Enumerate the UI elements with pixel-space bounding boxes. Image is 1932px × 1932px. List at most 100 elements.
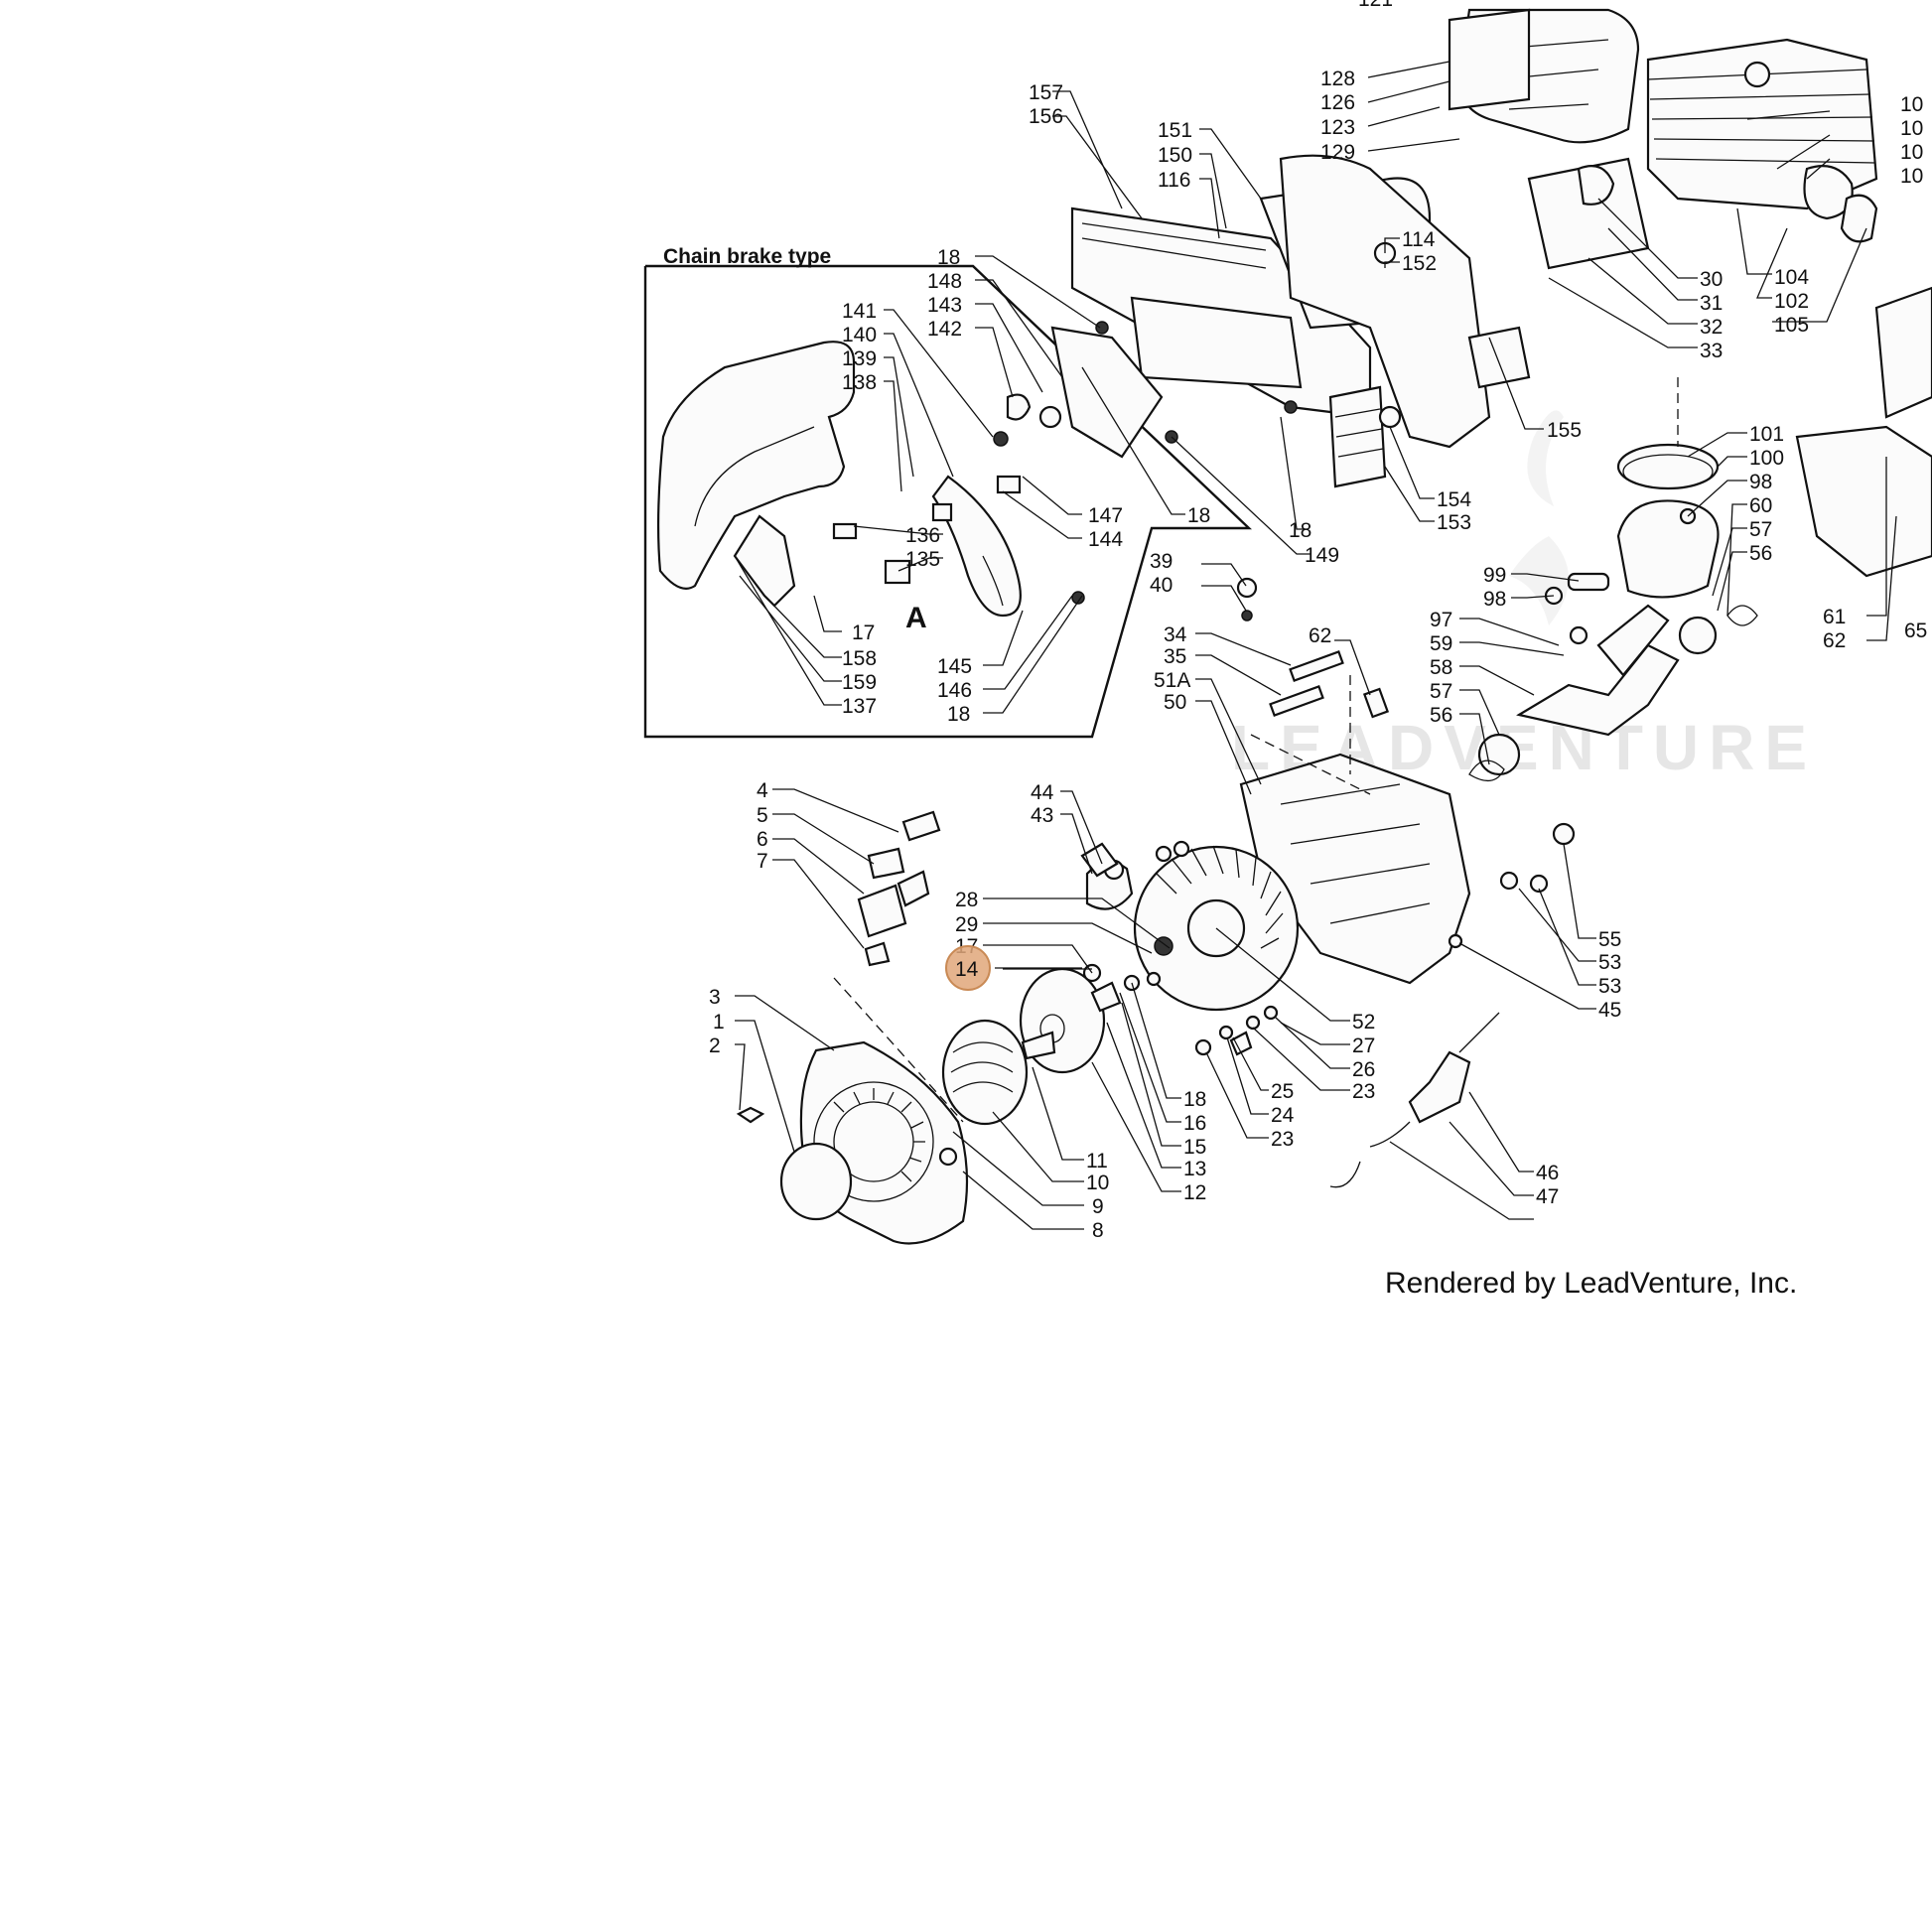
part-label: 114 — [1402, 228, 1436, 251]
piston-pin — [1567, 572, 1610, 592]
highlight-callout[interactable] — [945, 945, 991, 991]
part-label: 159 — [842, 671, 877, 694]
muffler-assembly — [1448, 8, 1640, 144]
part-label: 129 — [1320, 141, 1355, 164]
part-label: 128 — [1320, 68, 1355, 90]
credit-text: Rendered by LeadVenture, Inc. — [1385, 1267, 1797, 1300]
part-label: 59 — [1430, 632, 1452, 655]
connecting-rod — [1596, 604, 1670, 677]
part-label: 47 — [1536, 1185, 1559, 1208]
part-label: 17 — [852, 621, 875, 644]
reed-block — [1328, 385, 1387, 488]
fan-cover-parts — [857, 810, 1162, 992]
part-label: 11 — [1086, 1150, 1108, 1173]
part-label: 150 — [1158, 144, 1192, 167]
part-label: 126 — [1320, 91, 1355, 114]
part-label: 65 — [1904, 620, 1927, 642]
part-label: 1 — [713, 1011, 725, 1034]
part-label: 146 — [937, 679, 972, 702]
part-label: 33 — [1700, 340, 1723, 362]
part-label: 39 — [1150, 550, 1173, 573]
part-label: 62 — [1309, 624, 1331, 647]
cam-part — [931, 502, 953, 522]
part-label: 30 — [1700, 268, 1723, 291]
part-label: 148 — [927, 270, 962, 293]
part-label: 100 — [1749, 447, 1784, 470]
part-label: 55 — [1598, 928, 1621, 951]
crankcase-cover-right — [1795, 286, 1932, 578]
part-label: 16 — [1183, 1112, 1206, 1135]
starter-ratchet — [1019, 967, 1122, 1074]
inset-title: Chain brake type — [663, 245, 831, 268]
part-label: 153 — [1437, 511, 1471, 534]
part-label: 50 — [1164, 691, 1186, 714]
part-label: 157 — [1029, 81, 1063, 104]
starter-housing — [736, 1040, 969, 1245]
part-label: 105 — [1774, 314, 1809, 337]
part-label: 31 — [1700, 292, 1723, 315]
starter-cap — [779, 1142, 853, 1221]
part-labels: 121 128 126 123 129 157 156 151 150 116 … — [709, 0, 1927, 1242]
part-label: 145 — [937, 655, 972, 678]
part-label: 24 — [1271, 1104, 1295, 1127]
part-label: 25 — [1271, 1080, 1294, 1103]
part-label: 15 — [1183, 1136, 1206, 1159]
part-label: 101 — [1749, 423, 1784, 446]
part-label: 61 — [1823, 606, 1846, 628]
collar-part — [996, 475, 1022, 494]
part-label: 140 — [842, 324, 877, 346]
part-label: 137 — [842, 695, 877, 718]
muffler-gasket — [1467, 326, 1531, 389]
guide-bar-group — [1050, 154, 1531, 488]
part-label: 2 — [709, 1035, 721, 1057]
highlighted-part-label[interactable]: 14 — [955, 958, 979, 981]
part-label: 12 — [1183, 1181, 1206, 1204]
part-label: 121 — [1358, 0, 1393, 11]
chain-guard — [1050, 326, 1164, 459]
small-hardware — [1194, 1005, 1279, 1056]
part-label: 18 — [1289, 519, 1311, 542]
part-label: 123 — [1320, 116, 1355, 139]
part-label: 10 — [1900, 117, 1923, 140]
part-label: 10 — [1900, 141, 1923, 164]
part-label: 44 — [1031, 781, 1054, 804]
clutch-cover — [1279, 154, 1491, 449]
part-label: 142 — [927, 318, 962, 341]
latch-part — [884, 559, 911, 585]
part-label: 144 — [1088, 528, 1123, 551]
part-label: 136 — [905, 524, 940, 547]
part-label: 9 — [1092, 1195, 1104, 1218]
brake-band — [931, 475, 1022, 618]
part-label: 10 — [1086, 1172, 1109, 1194]
part-label: 56 — [1749, 542, 1772, 565]
part-label: 57 — [1749, 518, 1772, 541]
part-label: 5 — [757, 804, 768, 827]
part-label: 99 — [1483, 564, 1506, 587]
brake-washer — [1038, 405, 1062, 429]
hand-guard — [656, 341, 856, 590]
part-label: 28 — [955, 889, 978, 911]
crankshaft — [1516, 643, 1680, 737]
part-label: 51A — [1154, 669, 1190, 692]
part-label: 34 — [1164, 623, 1187, 646]
part-label: 98 — [1483, 588, 1506, 611]
part-label: 53 — [1598, 975, 1621, 998]
part-label: 18 — [1187, 504, 1210, 527]
flywheel — [1133, 845, 1300, 1012]
part-label: 155 — [1547, 419, 1582, 442]
part-label: 98 — [1749, 471, 1772, 493]
leader-lines — [734, 61, 1897, 1230]
part-label: 10 — [1900, 93, 1923, 116]
part-label: 4 — [757, 779, 768, 802]
part-label: 149 — [1305, 544, 1339, 567]
part-label: 102 — [1774, 290, 1809, 313]
starter-pulley — [941, 1019, 1029, 1126]
bearing — [1477, 733, 1521, 776]
part-label: 8 — [1092, 1219, 1104, 1242]
guide-bar — [1130, 296, 1303, 389]
part-label: 46 — [1536, 1162, 1559, 1184]
part-label: 40 — [1150, 574, 1173, 597]
part-label: 23 — [1271, 1128, 1294, 1151]
part-label: 57 — [1430, 680, 1452, 703]
part-label: 3 — [709, 986, 721, 1009]
